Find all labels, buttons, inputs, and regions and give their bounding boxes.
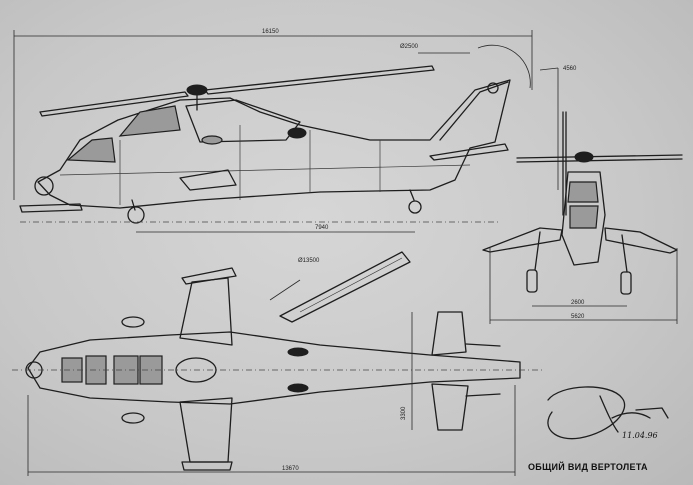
top-rotor-blade-spar (299, 257, 403, 313)
front-rotor-disc (516, 154, 683, 159)
top-intake-right (287, 383, 309, 393)
front-canopy (66, 137, 116, 163)
main-gear-strut (131, 199, 136, 211)
top-wing-upper (179, 277, 233, 346)
signature-date: 11.04.96 (622, 431, 658, 440)
top-wingtip-pod-lower (181, 461, 233, 471)
front-gear-right (621, 234, 628, 273)
top-wing-lower (179, 397, 233, 463)
top-stabilizer-upper (431, 311, 467, 356)
rear-canopy (118, 105, 181, 137)
top-tail-rotor-a (465, 343, 501, 347)
side-view: 16150 Ø2500 4560 (13, 29, 577, 233)
stub-wing-side (179, 169, 237, 191)
top-pylon-lower (121, 412, 145, 424)
top-intake-left (287, 347, 309, 357)
side-window (201, 135, 223, 145)
engine-cowling (185, 99, 301, 143)
dim-arc-tail-rotor (477, 44, 531, 89)
dim-wheelbase: 7940 (315, 225, 329, 231)
top-pylon-upper (121, 316, 145, 328)
front-view: 2600 5620 (482, 111, 683, 324)
front-canopy-upper (567, 181, 599, 203)
dim-rotor-diameter: Ø13500 (298, 258, 320, 264)
signature (547, 386, 669, 440)
main-rotor-blade-left (39, 91, 189, 117)
engine-intake (287, 127, 307, 139)
front-wheel-right (620, 271, 632, 295)
front-gear-left (534, 231, 541, 271)
front-wing-right (604, 227, 678, 254)
front-wing-left (482, 227, 563, 253)
dim-tail-rotor-diameter: Ø2500 (400, 44, 419, 50)
front-rotor-disc-lower (516, 158, 683, 163)
horizontal-stabilizer-side (429, 143, 509, 161)
dim-tail-span: 3300 (401, 406, 407, 420)
tail-gear-wheel (408, 200, 422, 214)
top-view: Ø13500 13670 3300 (12, 251, 545, 476)
drawing-caption: ОБЩИЙ ВИД ВЕРТОЛЕТА (528, 461, 648, 472)
tail-fin-edge (439, 81, 509, 141)
signature-block: 11.04.96 ОБЩИЙ ВИД ВЕРТОЛЕТА (528, 386, 669, 472)
dim-tail-height: 4560 (563, 66, 577, 72)
front-fuselage (561, 171, 606, 266)
dim-line-tail-height (539, 67, 559, 71)
tail-rotor-hub-side (487, 82, 499, 94)
panel-line-1 (59, 164, 471, 176)
dim-line-rotor-diameter (269, 279, 301, 301)
front-rotor-hub (574, 151, 594, 163)
dim-main-gear-track: 2600 (571, 300, 585, 306)
top-wingtip-pod-upper (181, 267, 237, 285)
nose-sensor (34, 176, 54, 196)
top-rotor-blade (279, 251, 411, 323)
dim-wing-span: 5620 (571, 314, 585, 320)
fuselage-side (37, 79, 511, 209)
main-rotor-blade-right (204, 65, 435, 95)
dim-fuselage-length: 13670 (282, 466, 299, 472)
dim-overall-length: 16150 (262, 29, 279, 35)
front-wheel-left (526, 269, 538, 293)
main-gear-wheel (127, 206, 145, 224)
top-tail-rotor-b (465, 393, 501, 397)
top-stabilizer-lower (431, 383, 469, 431)
front-canopy-lower (569, 205, 599, 229)
nose-cannon (19, 203, 83, 213)
tail-gear-strut (409, 189, 415, 201)
